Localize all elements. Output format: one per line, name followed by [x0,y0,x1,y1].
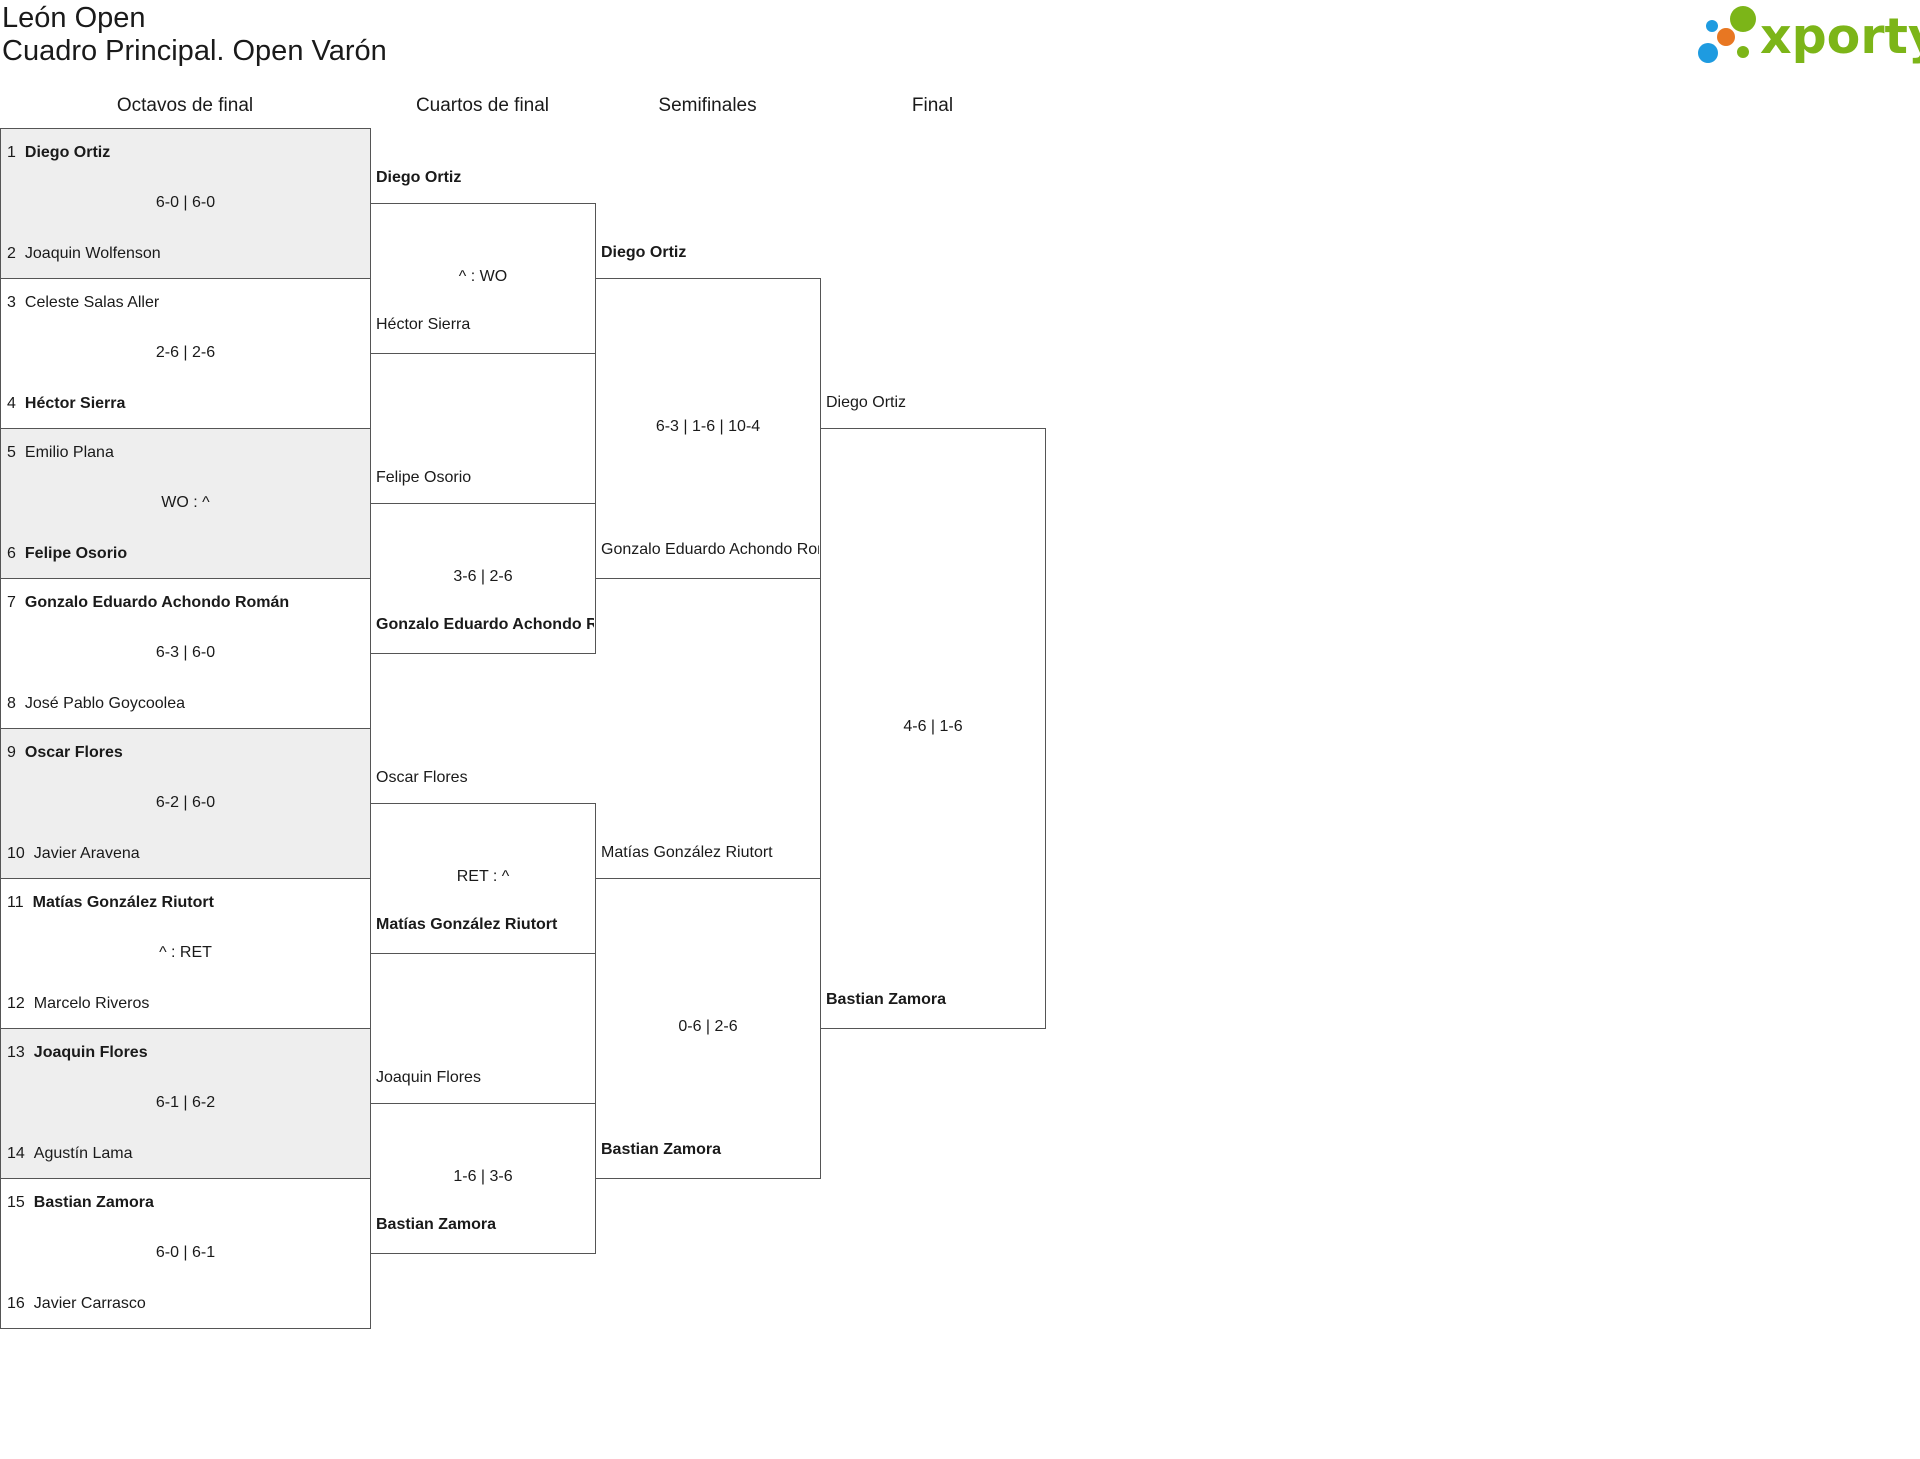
seed-number: 10 [7,845,25,862]
player-name: Diego Ortiz [601,244,687,261]
match-score: 6-1 | 6-2 [155,1094,216,1111]
tournament-title: León Open [2,2,146,34]
player-name: Oscar Flores [376,769,468,786]
player-name: Agustín Lama [33,1145,133,1162]
match-score: 1-6 | 3-6 [453,1168,513,1185]
match-score: 2-6 | 2-6 [155,344,216,361]
player-entry: 13 Joaquin Flores [7,1043,367,1063]
player-name: Bastian Zamora [601,1141,722,1158]
match-score: ^ : RET [159,944,212,961]
seed-number: 8 [7,695,16,712]
match-score: RET : ^ [456,868,510,885]
seed-number: 5 [7,444,16,461]
player-entry: 14 Agustín Lama [7,1144,367,1164]
seed-number: 2 [7,245,16,262]
player-entry: 1 Diego Ortiz [7,143,367,163]
player-name: Felipe Osorio [376,469,472,486]
match-score: ^ : WO [458,268,508,285]
player-name: Joaquin Flores [33,1044,148,1061]
seed-number: 14 [7,1145,25,1162]
player-name: Héctor Sierra [24,395,126,412]
round-header: Cuartos de final [415,95,550,116]
player-name: Felipe Osorio [24,545,128,562]
seed-number: 4 [7,395,16,412]
match-score: 6-2 | 6-0 [155,794,216,811]
player-entry: 4 Héctor Sierra [7,394,367,414]
round-header: Final [911,95,954,116]
match-score: 0-6 | 2-6 [678,1018,738,1035]
player-name: Héctor Sierra [376,316,471,333]
draw-title: Cuadro Principal. Open Varón [2,35,387,67]
seed-number: 3 [7,294,16,311]
player-name: Diego Ortiz [826,394,907,411]
player-name: Gonzalo Eduardo Achondo Román [601,541,819,558]
player-entry: 16 Javier Carrasco [7,1294,367,1314]
player-entry: 2 Joaquin Wolfenson [7,244,367,264]
match-r16: 15 Bastian Zamora 16 Javier Carrasco 6-0 | 6… [0,1178,371,1329]
match-r16: 9 Oscar Flores 10 Javier Aravena 6-2 | 6-0 [0,728,371,879]
match-r16: 1 Diego Ortiz 2 Joaquin Wolfenson 6-0 | 6-0 [0,128,371,279]
player-name: Diego Ortiz [24,144,111,161]
match-score: 3-6 | 2-6 [453,568,513,585]
player-name: Gonzalo Eduardo Achondo Román [376,616,594,633]
player-name: Diego Ortiz [376,169,462,186]
seed-number: 12 [7,995,25,1012]
match-r16: 5 Emilio Plana 6 Felipe Osorio WO : ^ [0,428,371,579]
match-score: 4-6 | 1-6 [903,718,963,735]
round-header: Octavos de final [116,95,254,116]
player-name: Joaquin Flores [376,1069,481,1086]
seed-number: 6 [7,545,16,562]
player-entry: 15 Bastian Zamora [7,1193,367,1213]
player-name: Marcelo Riveros [33,995,150,1012]
player-entry: 12 Marcelo Riveros [7,994,367,1014]
seed-number: 7 [7,594,16,611]
match-score: 6-3 | 6-0 [155,644,216,661]
player-name: Gonzalo Eduardo Achondo Román [24,594,290,611]
player-entry: 5 Emilio Plana [7,443,367,463]
player-name: Matías González Riutort [32,894,214,911]
player-entry: 6 Felipe Osorio [7,544,367,564]
seed-number: 9 [7,744,16,761]
player-name: Bastian Zamora [376,1216,497,1233]
match-score: 6-0 | 6-1 [155,1244,216,1261]
match-score: 6-0 | 6-0 [155,194,216,211]
match-final [820,428,1046,1029]
seed-number: 15 [7,1194,25,1211]
player-name: Javier Carrasco [33,1295,146,1312]
player-name: Matías González Riutort [601,844,773,861]
player-name: Bastian Zamora [33,1194,154,1211]
player-name: Oscar Flores [24,744,123,761]
player-entry: 9 Oscar Flores [7,743,367,763]
logo-wordmark: xporty [1760,8,1920,65]
player-name: Bastian Zamora [826,991,947,1008]
player-name: José Pablo Goycoolea [24,695,186,712]
seed-number: 13 [7,1044,25,1061]
player-entry: 8 José Pablo Goycoolea [7,694,367,714]
player-name: Joaquin Wolfenson [24,245,161,262]
player-name: Emilio Plana [24,444,114,461]
round-header: Semifinales [658,95,757,116]
player-name: Javier Aravena [33,845,140,862]
player-entry: 7 Gonzalo Eduardo Achondo Román [7,593,367,613]
match-r16: 3 Celeste Salas Aller 4 Héctor Sierra 2-6 | … [0,278,371,429]
match-r16: 13 Joaquin Flores 14 Agustín Lama 6-1 | 6-2 [0,1028,371,1179]
player-name: Matías González Riutort [376,916,558,933]
xporty-logo: xporty [1693,2,1920,68]
match-score: 6-3 | 1-6 | 10-4 [655,418,761,435]
player-entry: 3 Celeste Salas Aller [7,293,367,313]
match-score: WO : ^ [161,494,210,511]
player-entry: 11 Matías González Riutort [7,893,367,913]
seed-number: 16 [7,1295,25,1312]
player-entry: 10 Javier Aravena [7,844,367,864]
seed-number: 11 [7,894,24,911]
seed-number: 1 [7,144,16,161]
player-name: Celeste Salas Aller [24,294,160,311]
match-r16: 7 Gonzalo Eduardo Achondo Román 8 José Pabl… [0,578,371,729]
match-r16: 11 Matías González Riutort 12 Marcelo River… [0,878,371,1029]
